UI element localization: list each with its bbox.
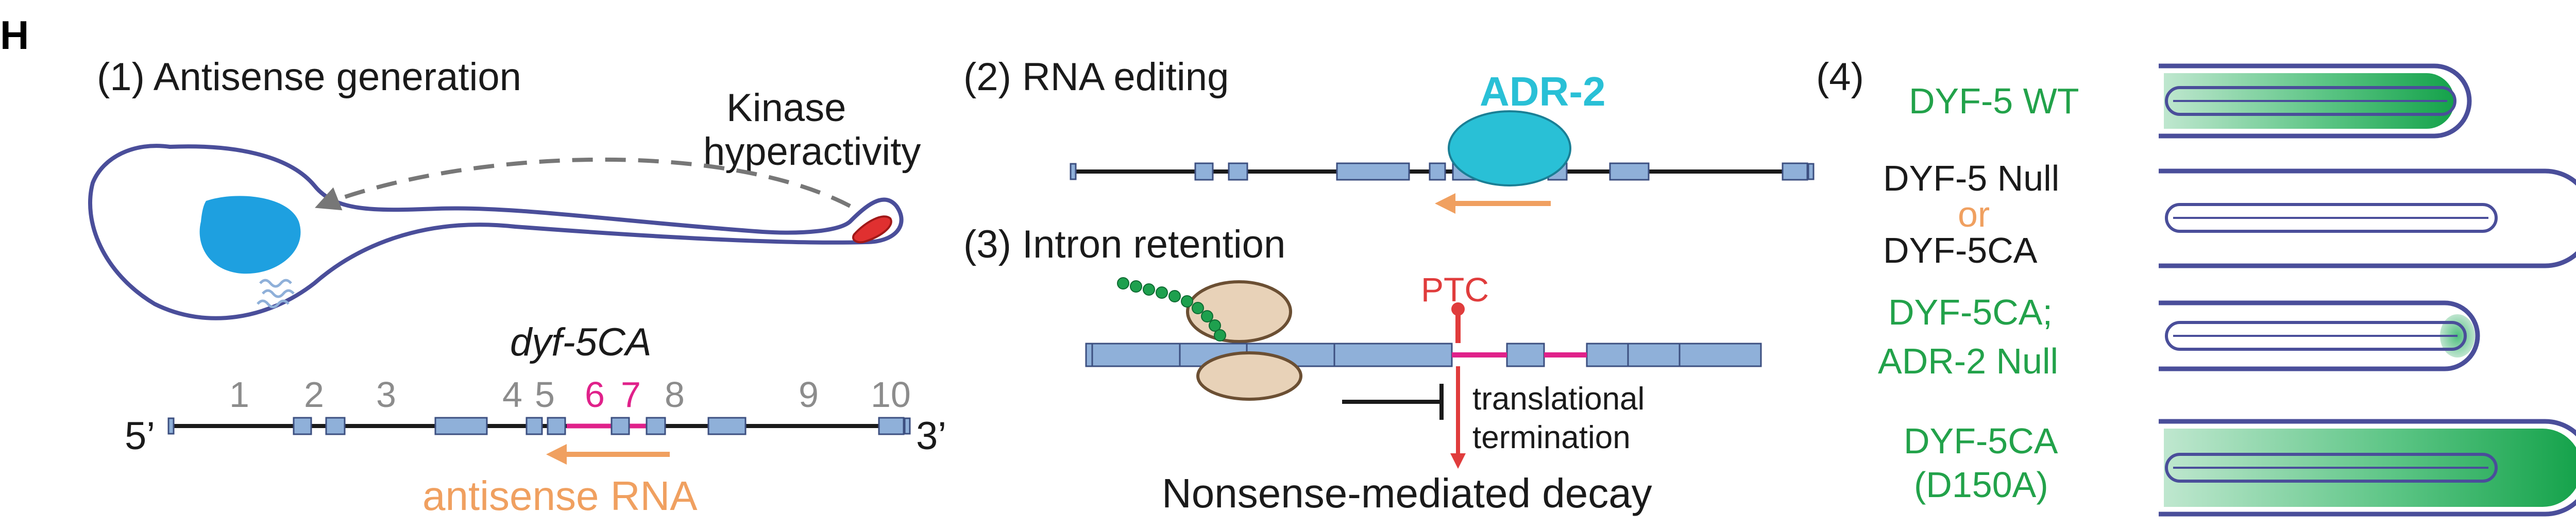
ribosome-large-subunit (1186, 280, 1292, 343)
row3-label-line1: DYF-5CA; (1888, 292, 2053, 332)
panel1-title: (1) Antisense generation (97, 55, 521, 99)
exon-number-10: 10 (871, 374, 911, 415)
editing-antisense-arrow-head (1435, 193, 1455, 214)
mrna-exon-6 (1506, 343, 1545, 367)
neuron-outline (88, 144, 904, 320)
cilium-adr2null-axoneme (2165, 321, 2467, 351)
adr2-label: ADR-2 (1480, 69, 1605, 114)
ptc-marker (1451, 302, 1465, 316)
translational-label: translational (1472, 381, 1645, 417)
rna-exon-10 (1782, 162, 1808, 181)
mrna-exon-1 (1091, 343, 1181, 367)
exon-8 (707, 417, 747, 435)
cilium-d150a-axoneme (2165, 453, 2498, 483)
cilium-adr2null-outline (2159, 300, 2480, 371)
panel-antisense-generation: (1) Antisense generation Kinase hyperact… (88, 55, 946, 519)
exon-7 (646, 417, 666, 435)
rna-exon-utr3 (1807, 163, 1815, 180)
three-prime-label: 3’ (916, 414, 946, 458)
antisense-arrow-head (546, 444, 567, 465)
rna-exon-utr5 (1070, 163, 1077, 180)
exon-2b (325, 417, 346, 435)
row3-label-line2: ADR-2 Null (1878, 341, 2058, 381)
cilium-d150a-outline (2159, 419, 2576, 517)
cilium-wt-axoneme (2165, 86, 2456, 116)
exon-5 (547, 417, 566, 435)
ribosome-small-subunit (1196, 351, 1302, 401)
mrna-exon-9 (1679, 343, 1762, 367)
cilium-wt-outline (2159, 63, 2472, 139)
rna-exon-4 (1429, 162, 1446, 181)
panel3-title: (3) Intron retention (963, 223, 1285, 266)
row4-label-line1: DYF-5CA (1904, 421, 2058, 461)
cilium-null-outline (2159, 168, 2576, 268)
exon-number-4: 4 (502, 374, 522, 415)
mrna-exon-7 (1586, 343, 1629, 367)
exon-number-7: 7 (621, 374, 641, 415)
exon-number-6: 6 (585, 374, 605, 415)
exon-number-1: 1 (229, 374, 249, 415)
panel-rna-editing: (2) RNA editing ADR-2 (963, 55, 1815, 214)
exon-number-2: 2 (304, 374, 324, 415)
ptc-label: PTC (1421, 270, 1489, 309)
panel-cilia-phenotypes: (4) DYF-5 WT DYF-5 Null or DYF-5CA DYF-5… (1816, 55, 2576, 517)
gene-name: dyf-5CA (510, 320, 652, 364)
nucleus (199, 196, 301, 274)
panel4-number: (4) (1816, 55, 1864, 99)
exon-6 (611, 417, 630, 435)
row1-label: DYF-5 WT (1909, 81, 2079, 121)
exon-number-8: 8 (665, 374, 685, 415)
exon-number-3: 3 (376, 374, 396, 415)
panel2-title: (2) RNA editing (963, 55, 1229, 99)
row2-label-line2: or (1958, 194, 1990, 234)
row2-label-line3: DYF-5CA (1883, 230, 2038, 270)
rna-exon-1 (1194, 162, 1214, 181)
mrna-exon-8 (1627, 343, 1681, 367)
rna-exon-3 (1336, 162, 1410, 181)
nascent-peptide (1117, 277, 1226, 342)
row2-label-line1: DYF-5 Null (1883, 158, 2059, 198)
five-prime-label: 5’ (125, 414, 155, 458)
exon-utr5 (167, 417, 175, 435)
exon-2a (293, 417, 312, 435)
nmd-arrow-head (1450, 453, 1466, 469)
exon-utr3 (904, 417, 911, 435)
mrna-exon-4 (1333, 343, 1453, 367)
cilium-null-axoneme (2165, 203, 2498, 233)
adr2-enzyme-shape (1448, 110, 1571, 186)
exon-3 (434, 417, 488, 435)
panel-letter: H (0, 12, 29, 58)
rna-exon-8 (1609, 162, 1650, 181)
antisense-rna-squiggles (257, 279, 295, 309)
mrna-utr5 (1085, 343, 1093, 367)
exon-number-5: 5 (535, 374, 555, 415)
kinase-label-line1: Kinase (726, 86, 846, 130)
nmd-label: Nonsense-mediated decay (1162, 470, 1652, 516)
row4-label-line2: (D150A) (1914, 465, 2048, 505)
kinase-label-line2: hyperactivity (703, 130, 921, 174)
kinase-activity-spot (852, 215, 892, 244)
exon-10 (878, 417, 905, 435)
signal-dashed-arrow (315, 157, 851, 211)
antisense-rna-label: antisense RNA (422, 473, 698, 519)
termination-label: termination (1472, 420, 1631, 455)
panel-intron-retention: (3) Intron retention PTC (963, 223, 1762, 516)
exon-number-9: 9 (799, 374, 819, 415)
rna-exon-2 (1228, 162, 1248, 181)
exon-4 (526, 417, 543, 435)
